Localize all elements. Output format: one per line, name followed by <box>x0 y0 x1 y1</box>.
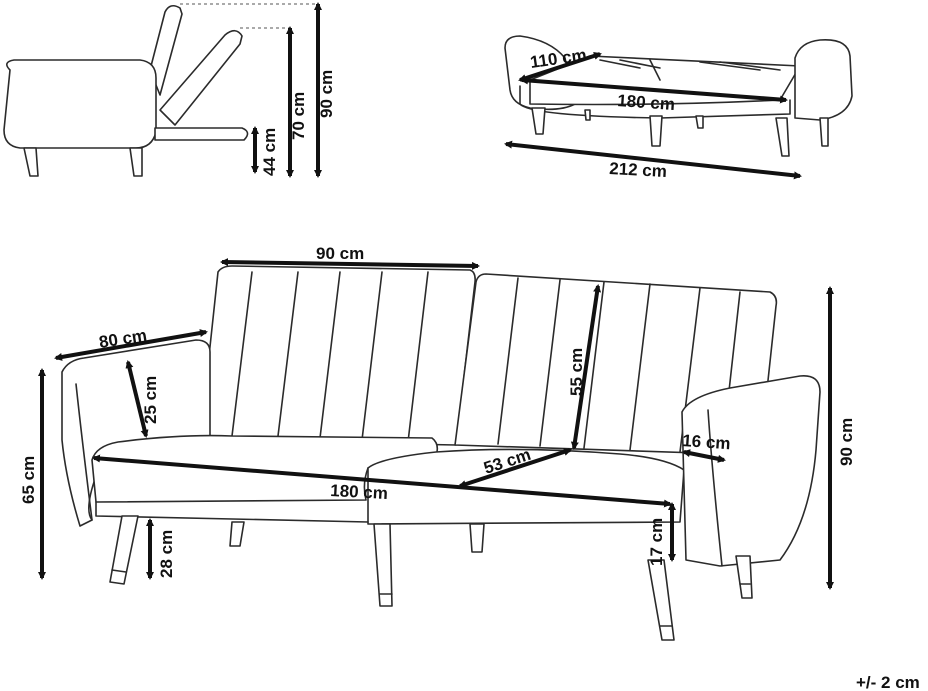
label-28cm: 28 cm <box>157 530 176 578</box>
left-backrest-channels <box>231 271 429 443</box>
bed-leg-4 <box>695 115 704 129</box>
label-90cm-side: 90 cm <box>317 70 336 118</box>
side-leg-back <box>129 147 143 177</box>
tolerance-note: +/- 2 cm <box>856 673 920 691</box>
left-arm-front-edge <box>75 383 93 521</box>
leg-front-left <box>109 515 139 585</box>
side-bed-flat <box>154 127 249 141</box>
front-view: 90 cm 80 cm 25 cm 55 cm 53 cm 16 cm 180 … <box>19 244 856 641</box>
bed-leg-6 <box>819 117 829 147</box>
right-arm-front-edge <box>707 409 723 567</box>
dim-212 <box>504 140 802 180</box>
dim-16 <box>682 449 726 463</box>
dim-90-backrest <box>220 258 480 270</box>
label-17cm: 17 cm <box>647 518 666 566</box>
bed-leg-5 <box>775 117 790 157</box>
leg-back-center <box>469 523 485 553</box>
dim-25 <box>125 360 149 438</box>
label-90cm-backrest: 90 cm <box>316 244 364 263</box>
right-armrest <box>681 375 821 567</box>
label-180cm-seat: 180 cm <box>330 481 389 503</box>
dim-110 <box>518 52 602 82</box>
dim-80 <box>54 329 208 361</box>
bed-quilting <box>599 59 781 81</box>
bed-leg-3 <box>649 115 663 147</box>
side-view: 44 cm 70 cm 90 cm <box>3 2 336 178</box>
label-44cm: 44 cm <box>260 128 279 176</box>
dim-180-seat <box>92 454 672 508</box>
label-80cm: 80 cm <box>98 326 149 352</box>
side-backrest-reclined <box>159 29 243 126</box>
leg-back-left <box>229 521 245 547</box>
bed-right-arm <box>794 39 853 121</box>
side-leg-front <box>23 147 39 177</box>
leg-back-right <box>735 555 753 599</box>
leg-center <box>373 523 393 607</box>
side-backrest-upright <box>149 4 183 96</box>
label-212cm: 212 cm <box>609 159 668 181</box>
dim-180-bed <box>520 76 788 104</box>
label-65cm: 65 cm <box>19 456 38 504</box>
label-16cm: 16 cm <box>682 431 731 453</box>
bed-leg-1 <box>531 107 546 135</box>
leg-front-right <box>647 559 675 641</box>
bed-leg-2 <box>584 109 591 121</box>
label-70cm: 70 cm <box>289 92 308 140</box>
label-180cm-bed: 180 cm <box>617 91 676 114</box>
side-seat-body <box>3 59 157 149</box>
label-90cm-total: 90 cm <box>837 418 856 466</box>
label-55cm: 55 cm <box>567 348 586 396</box>
label-25cm: 25 cm <box>141 376 160 424</box>
dim-55 <box>570 284 602 450</box>
bed-view: 110 cm 180 cm 212 cm <box>504 35 853 181</box>
